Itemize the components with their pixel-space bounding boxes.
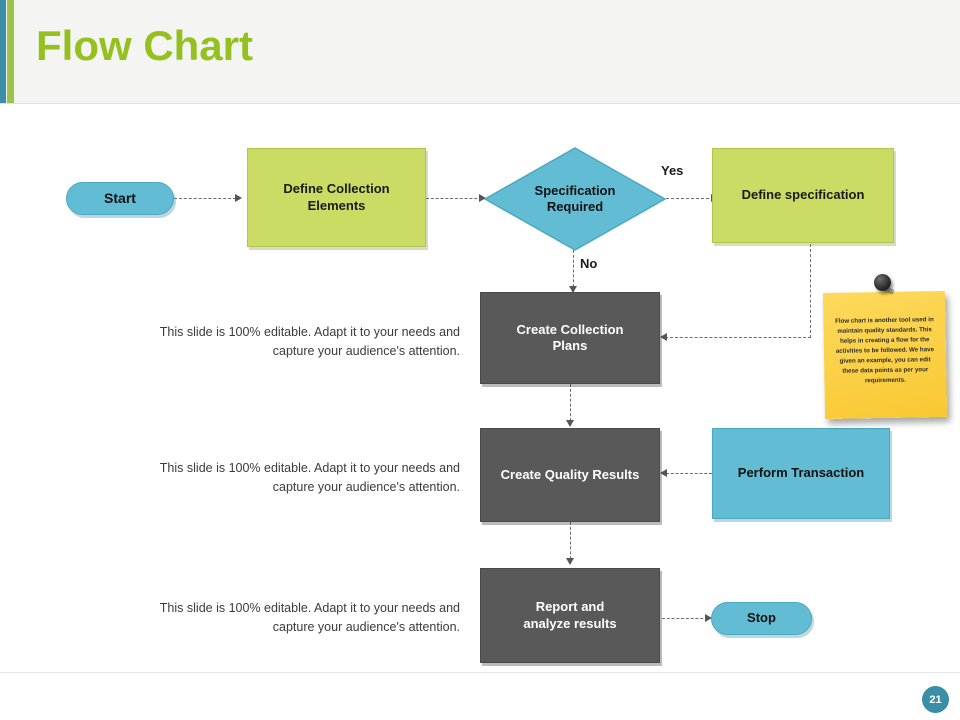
node-create-collection-plans[interactable]: Create Collection Plans [480, 292, 660, 384]
arrowhead-create-collection-to-create-quality [566, 420, 574, 427]
pushpin-icon [874, 274, 891, 291]
header-divider [0, 103, 960, 104]
connector-specification-yes-to-define-specification [666, 198, 714, 199]
footer-divider [0, 672, 960, 673]
side-note-1: This slide is 100% editable. Adapt it to… [159, 325, 460, 359]
node-report-analyze-results[interactable]: Report and analyze results [480, 568, 660, 663]
arrowhead-create-quality-to-report [566, 558, 574, 565]
node-perform-transaction[interactable]: Perform Transaction [712, 428, 890, 519]
arrowhead-perform-transaction-to-create-quality [660, 469, 667, 477]
arrowhead-report-to-stop [705, 614, 712, 622]
node-specification-required-label: Specification Required [534, 182, 616, 214]
connector-specification-no-down [573, 250, 574, 292]
sticky-note[interactable]: Flow chart is another tool used in maint… [822, 290, 948, 420]
side-note-3: This slide is 100% editable. Adapt it to… [159, 601, 460, 635]
connector-define-collection-to-specification [426, 198, 482, 199]
page-number-badge: 21 [922, 686, 949, 713]
connector-create-quality-to-report [570, 522, 571, 564]
arrowhead-start-to-define-collection [235, 194, 242, 202]
edge-label-yes: Yes [661, 163, 684, 178]
connector-create-collection-to-create-quality [570, 384, 571, 426]
arrowhead-specification-no [569, 286, 577, 293]
node-start[interactable]: Start [66, 182, 174, 215]
connector-start-to-define-collection [174, 198, 236, 199]
node-create-quality-results[interactable]: Create Quality Results [480, 428, 660, 522]
connector-define-specification-down [810, 244, 811, 338]
page-title: Flow Chart [36, 22, 253, 69]
sticky-note-text: Flow chart is another tool used in maint… [835, 316, 935, 385]
arrowhead-define-specification-to-create-collection [660, 333, 667, 341]
node-specification-required[interactable]: Specification Required [484, 147, 666, 251]
header-band [0, 0, 960, 104]
node-stop[interactable]: Stop [711, 602, 812, 635]
header-accent-bar-teal [0, 0, 6, 104]
diamond-shape [484, 147, 666, 251]
node-define-collection-elements[interactable]: Define Collection Elements [247, 148, 426, 247]
side-note-2: This slide is 100% editable. Adapt it to… [159, 461, 460, 495]
header-accent-bar-green [7, 0, 14, 104]
connector-perform-transaction-to-create-quality [666, 473, 712, 474]
connector-define-specification-to-create-collection [665, 337, 811, 338]
connector-report-to-stop [662, 618, 708, 619]
node-define-specification[interactable]: Define specification [712, 148, 894, 243]
edge-label-no: No [580, 256, 598, 271]
arrowhead-define-collection-to-specification [479, 194, 486, 202]
